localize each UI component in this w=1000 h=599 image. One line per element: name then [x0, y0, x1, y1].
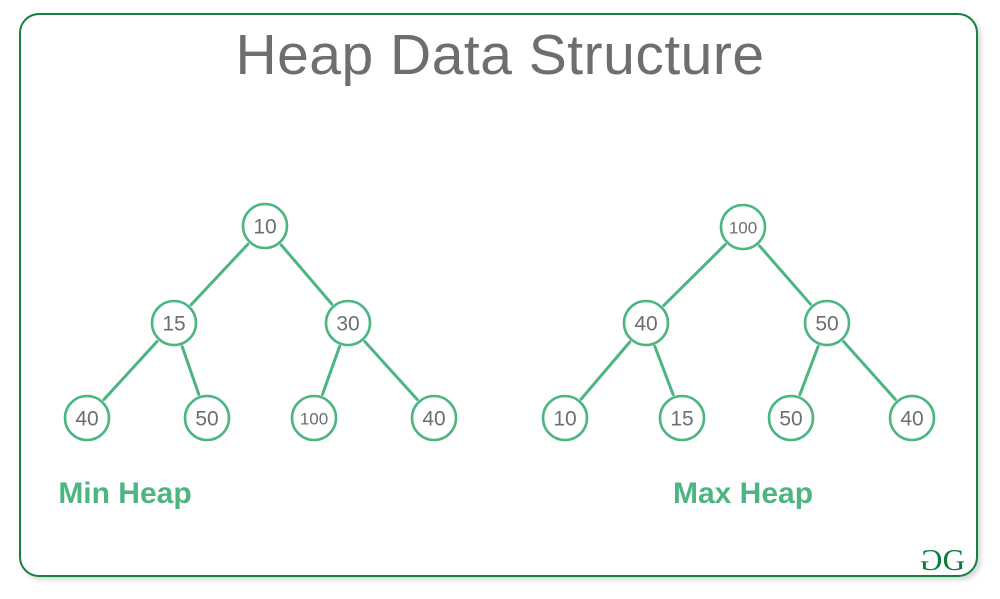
tree-edge: [662, 243, 727, 307]
tree-node: 50: [803, 299, 851, 347]
page-title: Heap Data Structure: [235, 23, 765, 87]
max-heap-group: 100 40 50 10 15 50 40: [541, 203, 936, 442]
node-circle: [719, 203, 767, 251]
node-value: 30: [336, 313, 359, 336]
tree-edge: [102, 339, 159, 402]
node-circle: [541, 394, 589, 442]
node-circle: [803, 299, 851, 347]
node-value: 100: [729, 219, 757, 238]
node-value: 50: [779, 408, 802, 431]
content-frame: [19, 13, 978, 577]
node-value: 15: [162, 313, 185, 336]
node-circle: [63, 394, 111, 442]
tree-node: 40: [888, 394, 936, 442]
tree-edge: [189, 242, 250, 307]
tree-node: 40: [622, 299, 670, 347]
tree-node: 10: [541, 394, 589, 442]
node-circle: [241, 202, 289, 250]
tree-edge: [653, 344, 675, 397]
node-circle: [324, 299, 372, 347]
node-value: 10: [553, 408, 576, 431]
logo-letter-g-mirrored: G: [921, 542, 943, 577]
node-value: 40: [634, 313, 657, 336]
tree-edge: [363, 340, 419, 401]
logo-letter-g: G: [942, 542, 965, 577]
node-circle: [622, 299, 670, 347]
node-value: 40: [75, 408, 98, 431]
tree-node: 15: [150, 299, 198, 347]
node-value: 40: [422, 408, 445, 431]
max-heap-label: Max Heap: [672, 477, 814, 510]
node-circle: [658, 394, 706, 442]
node-circle: [290, 394, 338, 442]
node-circle: [183, 394, 231, 442]
tree-edge: [798, 344, 820, 397]
node-circle: [888, 394, 936, 442]
node-value: 50: [815, 313, 838, 336]
min-heap-group: 10 15 30 40 50 100 40: [63, 202, 458, 442]
node-circle: [410, 394, 458, 442]
node-circle: [767, 394, 815, 442]
node-value: 10: [253, 216, 276, 239]
node-value: 50: [195, 408, 218, 431]
tree-node: 40: [63, 394, 111, 442]
tree-edge: [320, 345, 342, 396]
tree-edge: [180, 345, 201, 396]
tree-node: 30: [324, 299, 372, 347]
tree-edge: [757, 244, 813, 306]
node-value: 40: [900, 408, 923, 431]
tree-edge: [842, 340, 897, 401]
tree-node: 15: [658, 394, 706, 442]
tree-node: 50: [183, 394, 231, 442]
min-heap-label: Min Heap: [58, 477, 192, 510]
tree-edge: [279, 243, 334, 306]
node-value: 100: [300, 410, 328, 429]
tree-edge: [579, 340, 632, 401]
geeksforgeeks-logo: GG: [921, 542, 965, 577]
tree-node: 100: [719, 203, 767, 251]
tree-node: 40: [410, 394, 458, 442]
tree-node: 10: [241, 202, 289, 250]
node-circle: [150, 299, 198, 347]
node-value: 15: [670, 408, 693, 431]
tree-node: 50: [767, 394, 815, 442]
tree-node: 100: [290, 394, 338, 442]
